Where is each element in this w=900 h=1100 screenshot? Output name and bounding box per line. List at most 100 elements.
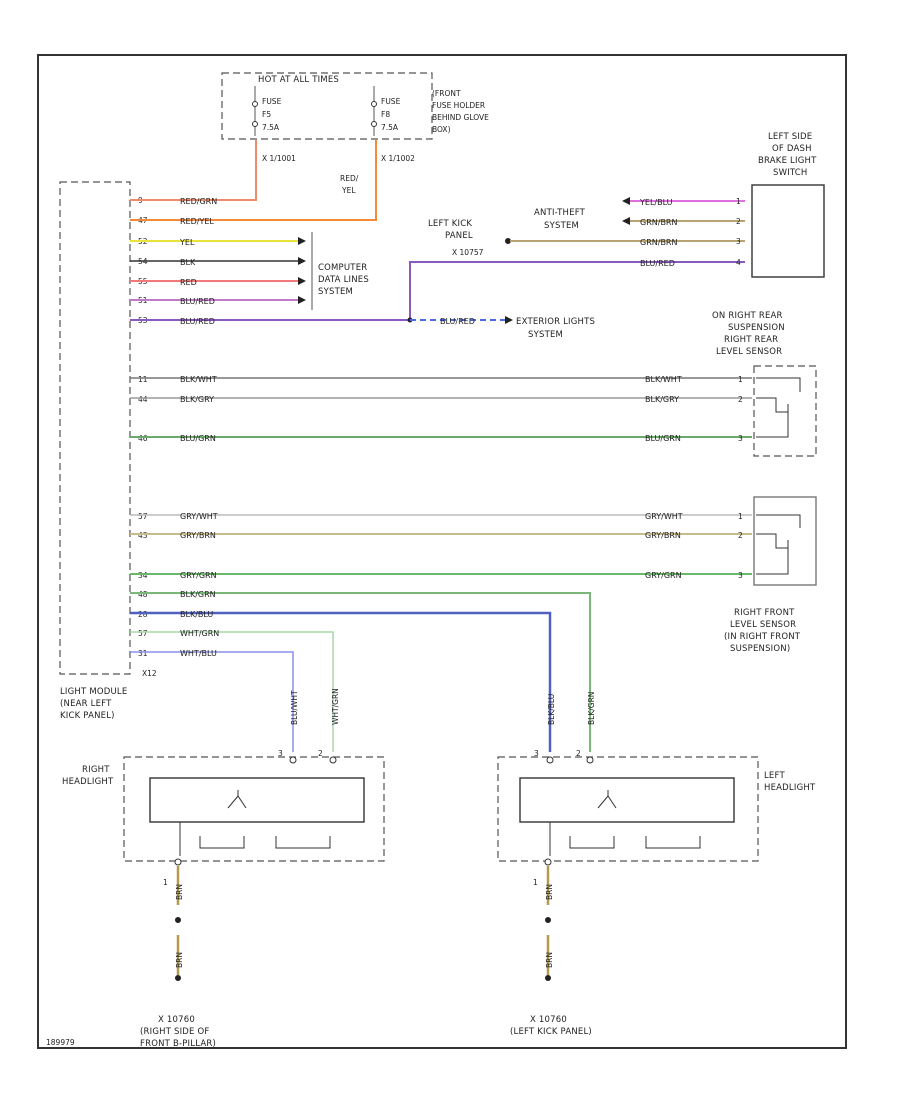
arrow-icon <box>622 197 630 205</box>
wire-label: BLU/GRN <box>645 434 681 443</box>
module-pin: 34 <box>138 571 148 580</box>
fuse-holder-label: BEHIND GLOVE <box>432 113 489 122</box>
wire-blk-grn <box>130 592 591 752</box>
module-pin: 43 <box>138 531 148 540</box>
ground-pin: 1 <box>163 878 168 887</box>
left-headlight-unit <box>519 777 735 823</box>
wire-label: BRN <box>545 952 554 968</box>
headlight-pin: 2 <box>576 749 581 758</box>
wire-label: WHT/GRN <box>180 629 219 638</box>
wire-label: BLK/GRY <box>180 395 214 404</box>
wire-label: BLU/RED <box>440 317 475 326</box>
module-pin: 46 <box>138 434 148 443</box>
computer-data-label: COMPUTER <box>318 263 367 273</box>
fuse-right-rating: 7.5A <box>381 123 399 132</box>
ground-dot <box>545 975 551 981</box>
wire-label: RED/YEL <box>180 217 214 226</box>
rear-sensor-title: LEVEL SENSOR <box>716 347 782 357</box>
internal-circuit <box>549 822 701 856</box>
wire-red-grn <box>130 140 257 201</box>
brake-switch-title: SWITCH <box>773 168 808 178</box>
switch-pin: 4 <box>736 258 741 267</box>
ground-dot <box>175 975 181 981</box>
fuse-holder-label: FUSE HOLDER <box>432 101 485 110</box>
rear-sensor-title: RIGHT REAR <box>724 335 778 345</box>
module-pin: 57 <box>138 629 148 638</box>
module-pin: 31 <box>138 649 148 658</box>
module-pin: 11 <box>138 375 148 384</box>
fuse-left-number: F5 <box>262 110 271 119</box>
wire-label: BLK/GRN <box>180 590 216 599</box>
diagram-frame <box>37 54 847 1049</box>
fuse-right-terminal <box>371 121 377 127</box>
wire-label: GRY/WHT <box>180 512 218 521</box>
exterior-lights-label: EXTERIOR LIGHTS <box>516 317 595 327</box>
ground-terminal <box>544 858 552 866</box>
connector-terminal <box>289 756 297 764</box>
connector-left-label: X 1/1001 <box>262 154 296 163</box>
switch-pin: 2 <box>736 217 741 226</box>
right-ground-label: (RIGHT SIDE OF <box>140 1027 210 1037</box>
wire-label: BLK/WHT <box>645 375 682 384</box>
right-headlight-unit <box>149 777 365 823</box>
connector-right-label: X 1/1002 <box>381 154 415 163</box>
wire-label: GRY/BRN <box>645 531 681 540</box>
front-sensor-title: (IN RIGHT FRONT <box>724 632 801 642</box>
fuse-left-terminal <box>252 121 258 127</box>
module-pin: 57 <box>138 512 148 521</box>
arrow-icon <box>622 217 630 225</box>
wire-label: GRY/GRN <box>645 571 682 580</box>
fuse-holder-label: (FRONT <box>432 89 461 98</box>
sensor-symbol <box>756 533 788 549</box>
sensor-symbol <box>756 377 801 392</box>
wire-label: YEL/BLU <box>639 198 673 207</box>
wire-label: RED <box>180 278 197 287</box>
sensor-symbol <box>756 514 801 528</box>
wire-label: GRY/WHT <box>645 512 683 521</box>
front-sensor-title: SUSPENSION) <box>730 644 790 654</box>
wire-label: GRN/BRN <box>640 238 677 247</box>
wire-label: BLU/RED <box>640 259 675 268</box>
wire-label: YEL <box>179 238 195 247</box>
sensor-pin: 2 <box>738 531 743 540</box>
left-ground-label: X 10760 <box>530 1015 567 1025</box>
brake-switch-title: BRAKE LIGHT <box>758 156 817 166</box>
sensor-symbol <box>756 404 789 438</box>
left-ground-label: (LEFT KICK PANEL) <box>510 1027 592 1037</box>
fuse-right-terminal <box>371 101 377 107</box>
right-ground-label: FRONT B-PILLAR) <box>140 1039 216 1049</box>
wire-red-yel <box>130 140 377 221</box>
fuse-right-number: F8 <box>381 110 390 119</box>
arrow-icon <box>298 296 306 304</box>
wire-blu-red-brake <box>130 261 745 321</box>
exterior-lights-label: SYSTEM <box>528 330 563 340</box>
wire-wht-grn <box>130 631 334 752</box>
splice-dot <box>175 917 181 923</box>
connector-terminal <box>586 756 594 764</box>
wire-label: GRY/BRN <box>180 531 216 540</box>
arrow-icon <box>298 237 306 245</box>
wire-wht-blu <box>130 651 294 752</box>
connector-dot <box>505 238 511 244</box>
light-module-name: LIGHT MODULE <box>60 687 127 697</box>
ground-terminal <box>174 858 182 866</box>
light-module-box <box>59 181 131 675</box>
wire-label: BLU/RED <box>180 297 215 306</box>
rear-sensor-title: SUSPENSION <box>728 323 785 333</box>
diagram-id: 189979 <box>46 1038 75 1047</box>
sensor-symbol <box>756 397 788 413</box>
brake-switch-title: LEFT SIDE <box>768 132 812 142</box>
left-headlight-box <box>497 756 759 862</box>
right-ground-label: X 10760 <box>158 1015 195 1025</box>
sensor-pin: 2 <box>738 395 743 404</box>
wire-label: BRN <box>175 952 184 968</box>
sensor-pin: 1 <box>738 375 743 384</box>
fuse-holder-label: BOX) <box>432 125 451 134</box>
wire-label: BLK/GRY <box>645 395 679 404</box>
wire-label: BLU/GRN <box>180 434 216 443</box>
right-headlight-box <box>123 756 385 862</box>
headlight-pin: 3 <box>278 749 283 758</box>
left-headlight-title: LEFT <box>764 771 785 781</box>
wire-label: BLK <box>180 258 196 267</box>
